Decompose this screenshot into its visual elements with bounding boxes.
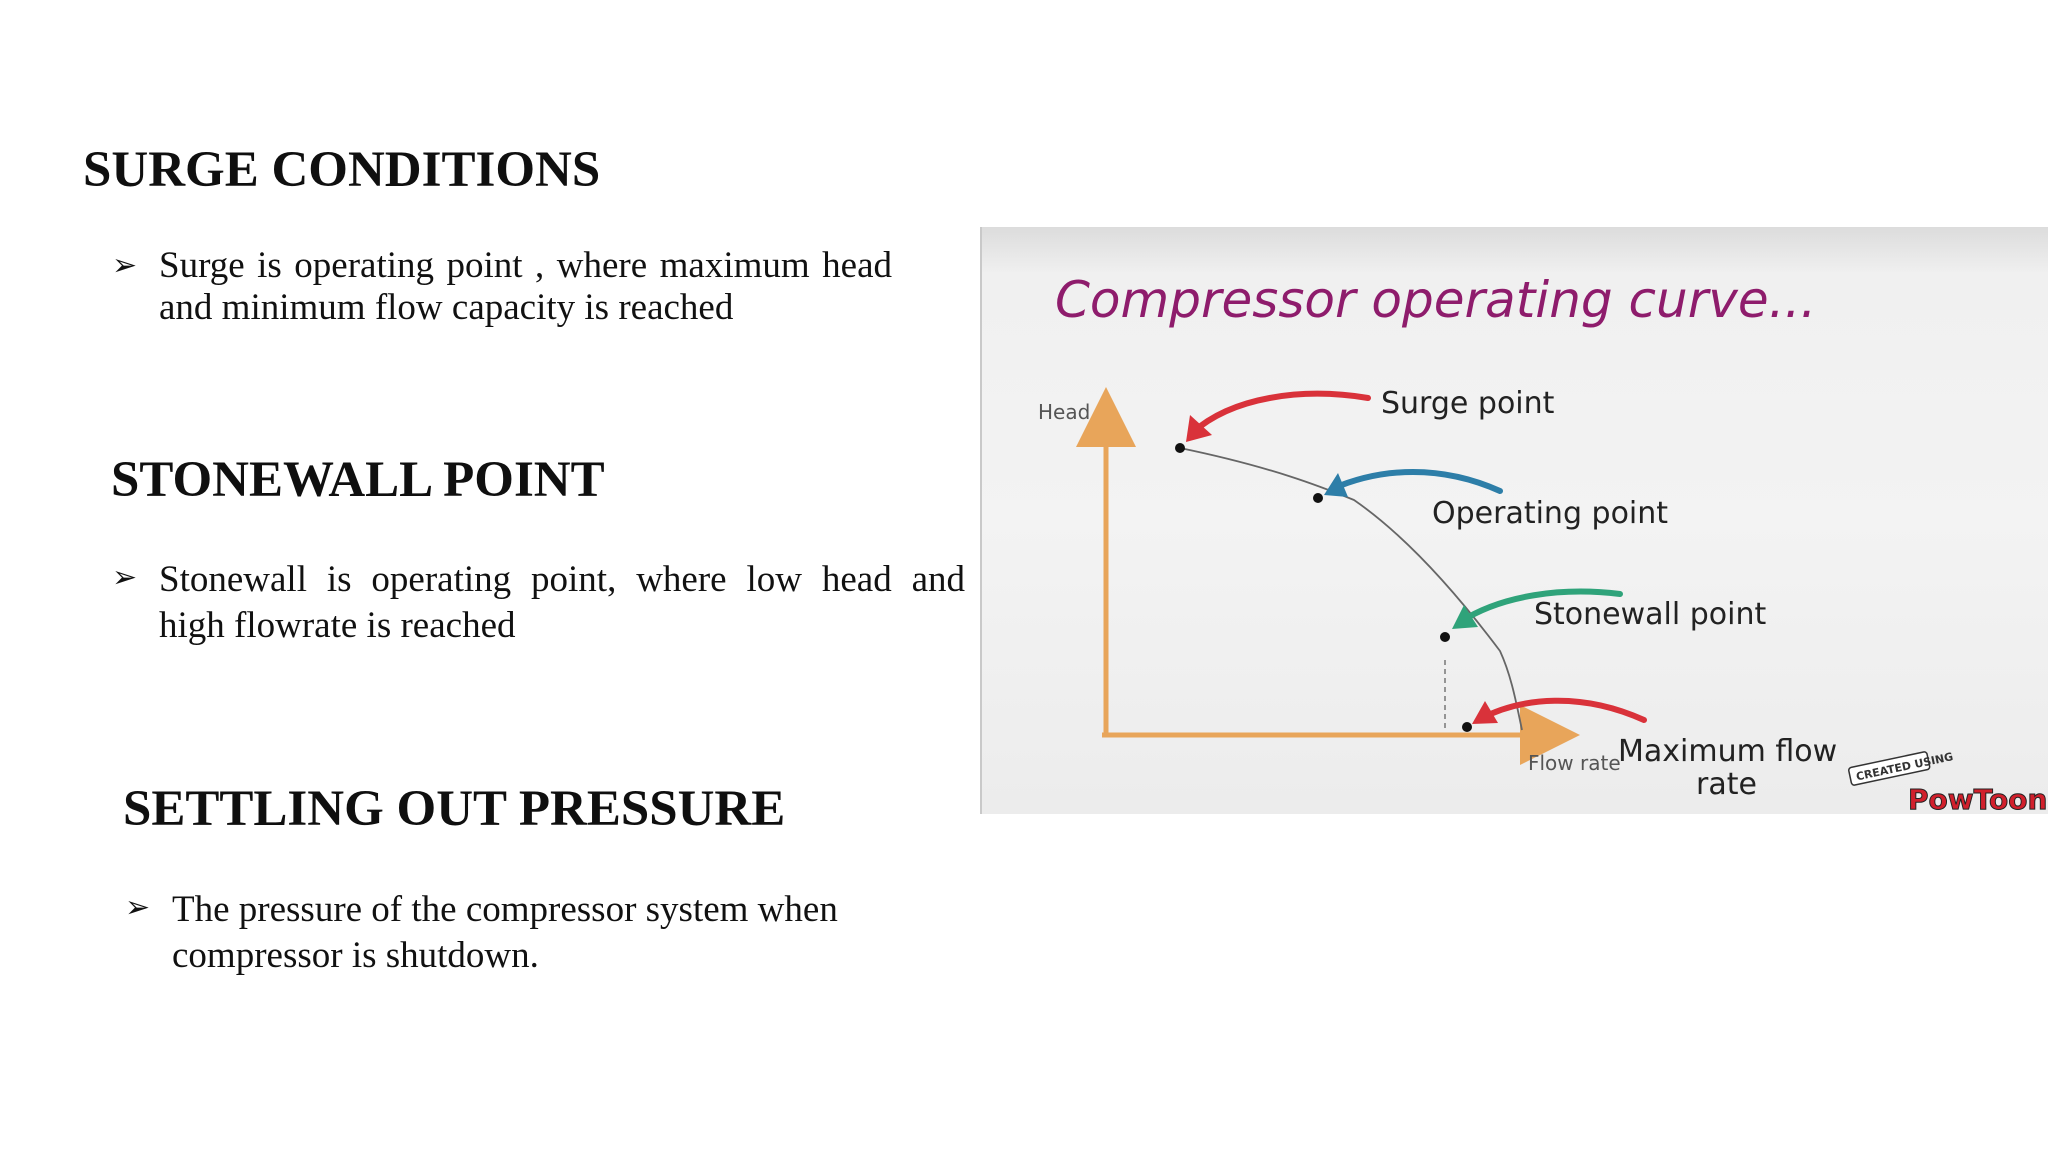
stonewall-point-marker <box>1440 632 1450 642</box>
bullet-stonewall-text: Stonewall is operating point, where low … <box>159 559 965 646</box>
compressor-curve-figure: Compressor operating curve... Head Flow … <box>980 227 2048 814</box>
bullet-surge-text: Surge is operating point , where maximum… <box>159 245 892 328</box>
powtoon-watermark: CREATED USING <box>1848 750 1954 786</box>
surge-point-label: Surge point <box>1381 386 1555 421</box>
surge-point-marker <box>1175 443 1185 453</box>
x-axis-label: Flow rate <box>1528 751 1621 775</box>
figure-title: Compressor operating curve... <box>1055 271 1816 329</box>
max-flow-point-marker <box>1462 722 1472 732</box>
y-axis-label: Head <box>1038 400 1090 424</box>
bullet-settling-text: The pressure of the compressor system wh… <box>172 889 838 976</box>
operating-arrow <box>1324 469 1503 497</box>
bullet-arrow-icon: ➢ <box>125 890 151 925</box>
operating-point-marker <box>1313 493 1323 503</box>
max-flow-label-line1: Maximum flow <box>1618 734 1837 769</box>
stonewall-arrow <box>1452 588 1623 629</box>
max-flow-label-line2: rate <box>1696 767 1757 802</box>
bullet-arrow-icon: ➢ <box>112 248 138 283</box>
bullet-arrow-icon: ➢ <box>112 560 138 595</box>
compressor-curve-diagram: Compressor operating curve... Head Flow … <box>1038 271 2048 814</box>
max-flow-arrow <box>1472 697 1647 724</box>
operating-curve <box>1179 447 1523 731</box>
watermark-created-using: CREATED USING <box>1855 750 1954 783</box>
heading-surge-conditions: SURGE CONDITIONS <box>83 142 601 198</box>
operating-point-label: Operating point <box>1432 496 1668 531</box>
heading-stonewall-point: STONEWALL POINT <box>111 452 605 508</box>
surge-arrow <box>1186 390 1371 442</box>
stonewall-point-label: Stonewall point <box>1534 597 1767 632</box>
watermark-brand: PowToon <box>1908 783 2047 814</box>
heading-settling-out-pressure: SETTLING OUT PRESSURE <box>123 781 786 837</box>
